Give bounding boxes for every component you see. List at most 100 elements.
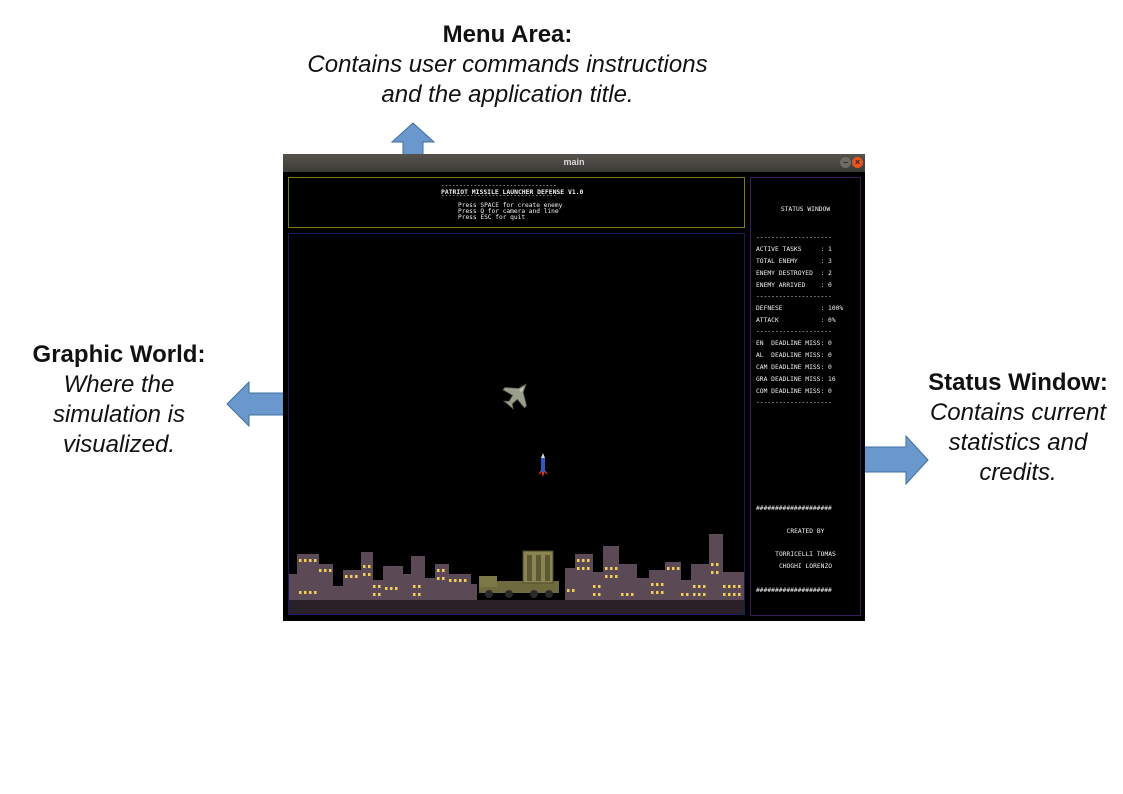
status-separator-3: -------------------- — [756, 328, 832, 335]
stat-defense: DEFNESE : 100% — [756, 305, 844, 312]
stat-en-deadline-miss: EN DEADLINE MISS: 0 — [756, 340, 832, 347]
window-titlebar[interactable]: main – × — [283, 154, 865, 172]
status-window-callout-desc-1: Contains current — [929, 399, 1107, 426]
building — [603, 546, 619, 600]
building — [331, 586, 345, 600]
building — [447, 574, 471, 600]
menu-area: -------------------------------- PATRIOT… — [288, 177, 745, 228]
building — [289, 574, 299, 600]
building-window — [355, 575, 358, 578]
building-window — [610, 567, 613, 570]
status-window: STATUS WINDOW -------------------- ACTIV… — [750, 177, 861, 616]
credits-hash-top: #################### — [756, 505, 832, 512]
credits-author-1: TORRICELLI TOMAS — [775, 551, 836, 558]
building — [371, 580, 385, 600]
building-window — [615, 567, 618, 570]
building-window — [733, 593, 736, 596]
building-window — [437, 577, 440, 580]
building-window — [703, 593, 706, 596]
building-window — [442, 577, 445, 580]
stat-enemy-arrived: ENEMY ARRIVED : 0 — [756, 282, 832, 289]
building — [469, 584, 477, 600]
building-window — [363, 573, 366, 576]
building-window — [459, 579, 462, 582]
graphic-world-callout-title: Graphic World: — [32, 341, 206, 368]
patriot-missile-icon — [538, 453, 548, 477]
building-window — [449, 579, 452, 582]
building-window — [587, 559, 590, 562]
building-window — [626, 593, 629, 596]
building-window — [363, 565, 366, 568]
building — [619, 564, 637, 600]
building — [435, 564, 449, 600]
building-window — [651, 591, 654, 594]
building-window — [615, 575, 618, 578]
menu-area-callout-desc-2: and the application title. — [381, 81, 634, 108]
status-separator-4: -------------------- — [756, 399, 832, 406]
stat-attack: ATTACK : 0% — [756, 317, 836, 324]
window-title: main — [563, 157, 585, 167]
building-window — [656, 583, 659, 586]
status-window-callout-desc-2: statistics and — [948, 429, 1088, 456]
building-window — [661, 591, 664, 594]
building-window — [716, 563, 719, 566]
building-window — [656, 591, 659, 594]
status-window-callout-title: Status Window: — [928, 369, 1108, 396]
building-window — [464, 579, 467, 582]
building-window — [368, 573, 371, 576]
stat-enemy-destroyed: ENEMY DESTROYED : 2 — [756, 270, 832, 277]
command-q: Press Q for camera and line — [458, 208, 559, 215]
building-window — [711, 571, 714, 574]
status-separator-2: -------------------- — [756, 293, 832, 300]
building-window — [413, 593, 416, 596]
building-window — [593, 585, 596, 588]
credits-author-2: CHOGHI LORENZO — [778, 563, 833, 570]
building — [679, 580, 693, 600]
building-window — [621, 593, 624, 596]
building-window — [716, 571, 719, 574]
building-window — [324, 569, 327, 572]
close-button[interactable]: × — [852, 157, 863, 168]
building-window — [693, 593, 696, 596]
building — [383, 566, 403, 600]
building-window — [723, 585, 726, 588]
menu-separator-bottom: -------------------------------- — [441, 192, 557, 199]
building — [665, 562, 681, 600]
building-window — [413, 585, 416, 588]
graphic-world[interactable] — [288, 233, 745, 615]
building-window — [299, 559, 302, 562]
building-window — [677, 567, 680, 570]
building-window — [686, 593, 689, 596]
status-window-heading: STATUS WINDOW — [780, 206, 831, 213]
building-window — [437, 569, 440, 572]
stat-gra-deadline-miss: GRA DEADLINE MISS: 16 — [756, 376, 836, 383]
menu-area-callout-desc-1: Contains user commands instructions — [307, 51, 708, 78]
building-window — [390, 587, 393, 590]
building-window — [442, 569, 445, 572]
building — [317, 564, 333, 600]
app-window: main – × -------------------------------… — [283, 154, 865, 621]
building-window — [567, 589, 570, 592]
status-window-callout-desc-3: credits. — [979, 459, 1057, 486]
building-window — [711, 563, 714, 566]
command-space: Press SPACE for create enemy — [458, 202, 563, 209]
graphic-world-canvas — [289, 383, 744, 614]
building — [575, 554, 593, 600]
building — [423, 578, 437, 600]
missile-launcher-truck-icon — [479, 550, 559, 598]
menu-area-callout: Menu Area: Contains user commands instru… — [255, 20, 760, 110]
building-window — [314, 591, 317, 594]
building — [635, 578, 651, 600]
building-window — [598, 585, 601, 588]
graphic-world-callout-desc-3: visualized. — [62, 431, 176, 458]
building — [361, 552, 373, 600]
minimize-button[interactable]: – — [840, 157, 851, 168]
status-window-callout: Status Window: Contains current statisti… — [910, 368, 1123, 488]
building — [297, 554, 319, 600]
building — [343, 570, 363, 600]
building-window — [738, 585, 741, 588]
menu-separator-top: -------------------------------- — [441, 182, 557, 189]
building-window — [299, 591, 302, 594]
graphic-world-callout: Graphic World: Where the simulation is v… — [0, 340, 238, 460]
graphic-world-callout-desc-2: simulation is — [52, 401, 186, 428]
